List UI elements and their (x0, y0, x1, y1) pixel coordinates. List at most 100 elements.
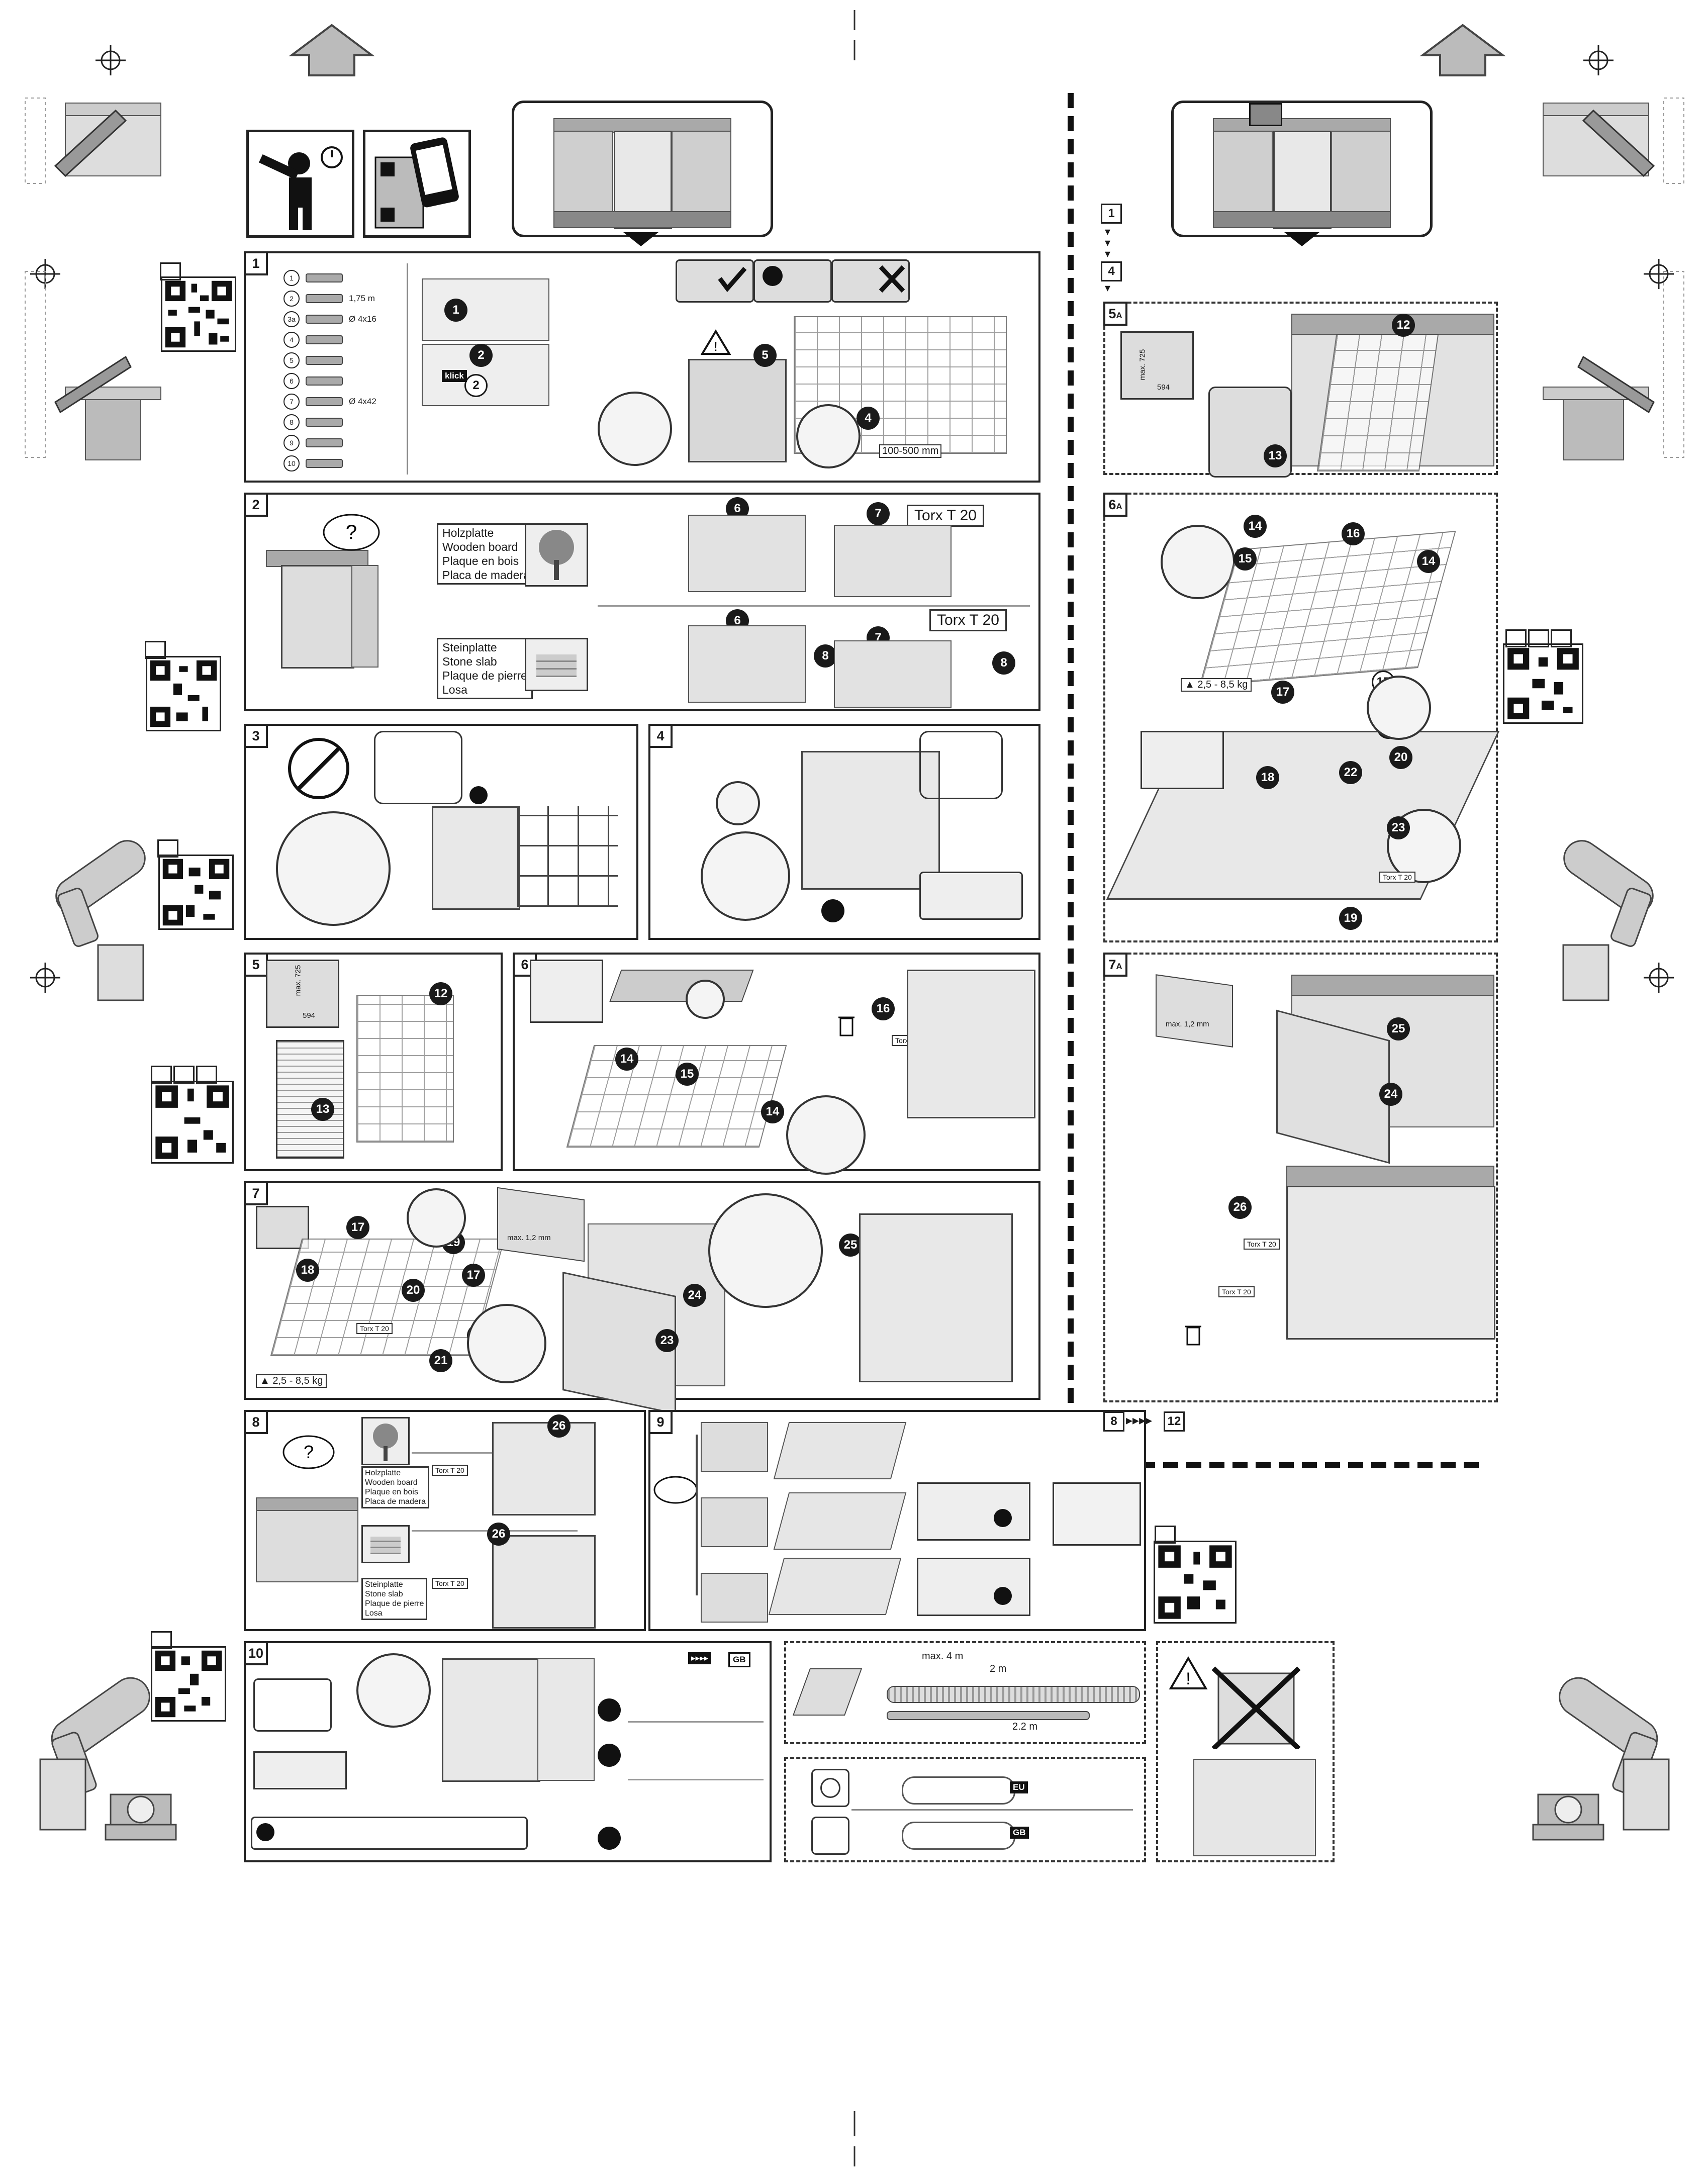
part-number: 9 (283, 435, 300, 451)
step-badge: 24 (683, 1284, 706, 1307)
qr-smartphone-icon-box (363, 130, 471, 238)
max-length-label: max. 4 m (922, 1651, 964, 1662)
weight-icon: ▲ (260, 1375, 270, 1386)
step-number: 6 (513, 953, 537, 977)
rail-detail (773, 1422, 907, 1479)
dishwasher-open (859, 1213, 1013, 1382)
warning-icon: ! (701, 329, 731, 355)
step-dot (598, 1744, 621, 1767)
door-panel (497, 1187, 585, 1262)
trash-icon (838, 1016, 855, 1036)
qr-code[interactable] (1154, 1541, 1237, 1624)
svg-text:!: ! (714, 339, 717, 354)
parts-list-item: 6 (283, 371, 343, 391)
qr-code[interactable] (1503, 643, 1583, 724)
dishwasher-open (1286, 1186, 1495, 1340)
torx-label: Torx T 20 (356, 1323, 393, 1334)
rail-illustration (422, 278, 549, 341)
step-panel-6a: 6A 14 16 15 14 15 17 ▲ 2,5 - 8,5 kg 21 1… (1103, 493, 1500, 942)
range-start: 8 (1103, 1411, 1124, 1432)
tile-wall (517, 806, 618, 907)
step-badge: 1 (444, 299, 467, 322)
step-panel-7a: 7A max. 1,2 mm 25 24 26 Torx T 20 Torx T… (1103, 953, 1498, 1402)
qr-code[interactable] (151, 1081, 234, 1164)
step-num-suffix: A (1116, 502, 1122, 511)
step-panel-7: 7 17 19 18 20 17 22 21 Torx T 20 ▲ 2,5 -… (244, 1181, 1040, 1415)
step-panel-4: 4 (648, 724, 1040, 940)
svg-text:?: ? (304, 1442, 314, 1462)
weight-icon: ▲ (1185, 679, 1195, 690)
max-thickness-label: max. 1,2 mm (1166, 1020, 1209, 1028)
checkbox-square (1155, 1526, 1176, 1544)
part-icon (306, 459, 343, 468)
warning-panel: ! (1156, 1641, 1335, 1862)
up-arrow-right-icon (1419, 24, 1506, 76)
part-spec: Ø 4x42 (349, 397, 376, 406)
text-box (253, 1678, 332, 1732)
step-number: 9 (648, 1410, 673, 1434)
eu-cable-icon (902, 1776, 1015, 1805)
step-badge: 16 (1342, 522, 1365, 545)
max-height-label: max. 725 (294, 965, 303, 996)
klick-label: klick (442, 370, 467, 382)
step-number: 3 (244, 724, 268, 748)
step-number: 10 (244, 1641, 268, 1665)
parts-list-item: 9 (283, 433, 343, 452)
qr-code[interactable] (158, 855, 234, 930)
step-badge: 22 (1339, 761, 1362, 784)
dishwasher-open (492, 1422, 596, 1516)
parts-list-item: 1 (283, 268, 343, 288)
step-badge: 24 (1379, 1083, 1402, 1106)
drill-illustration-left-bottom (39, 1677, 177, 1841)
question-cloud-icon: ? (282, 1435, 335, 1469)
weight-label: ▲ 2,5 - 8,5 kg (1181, 678, 1252, 692)
checkbox-square (173, 1066, 195, 1084)
checkbox-square (145, 641, 166, 659)
zoom-detail (716, 781, 760, 825)
template-sheet (356, 995, 454, 1143)
checkbox-square (151, 1631, 172, 1649)
step-badge: 18 (1256, 766, 1279, 789)
step-badge: 20 (402, 1279, 425, 1302)
down-pointer-icon (623, 232, 658, 246)
qr-code[interactable] (161, 276, 236, 352)
parts-list-item: 4 (283, 330, 343, 349)
qr-pattern (162, 278, 235, 350)
step-badge: 26 (1228, 1196, 1252, 1219)
tools-time-icon-box (246, 130, 354, 238)
part-number: 8 (283, 414, 300, 430)
part-icon (306, 438, 343, 447)
step-number: 6A (1103, 493, 1127, 517)
dishwasher-illustration (442, 1658, 540, 1782)
rail-detail (773, 1492, 907, 1550)
step-number: 8 (244, 1410, 268, 1434)
gb-socket-icon (811, 1817, 849, 1855)
step-badge: 15 (676, 1063, 699, 1086)
drill-illustration-right-bottom (1532, 1677, 1670, 1841)
qr-code[interactable] (146, 656, 221, 731)
zoom-detail (786, 1095, 866, 1175)
step-dot (598, 1827, 621, 1850)
dishwasher-illustration (688, 359, 787, 462)
torx-label: Torx T 20 (1218, 1286, 1255, 1297)
parts-list-item: 10 (283, 454, 343, 473)
part-icon (306, 356, 343, 365)
step-badge: 14 (615, 1048, 638, 1071)
weight-value: 2,5 - 8,5 kg (272, 1375, 323, 1386)
text-box (919, 731, 1003, 799)
dimension-label: 100-500 mm (879, 444, 942, 458)
torx-label: Torx T 20 (907, 505, 984, 527)
length-label: 2.2 m (1012, 1721, 1038, 1732)
step-badge: 15 (1233, 547, 1257, 571)
dishwasher-open (907, 970, 1035, 1118)
step-panel-5: 5 max. 725 594 12 13 (244, 953, 503, 1171)
parts-list-item: 8 (283, 413, 343, 432)
part-icon (306, 418, 343, 427)
step-number: 1 (244, 251, 268, 275)
zoom-detail (467, 1304, 546, 1383)
qr-code[interactable] (151, 1646, 226, 1722)
template-thumb: max. 725 594 (266, 960, 339, 1028)
